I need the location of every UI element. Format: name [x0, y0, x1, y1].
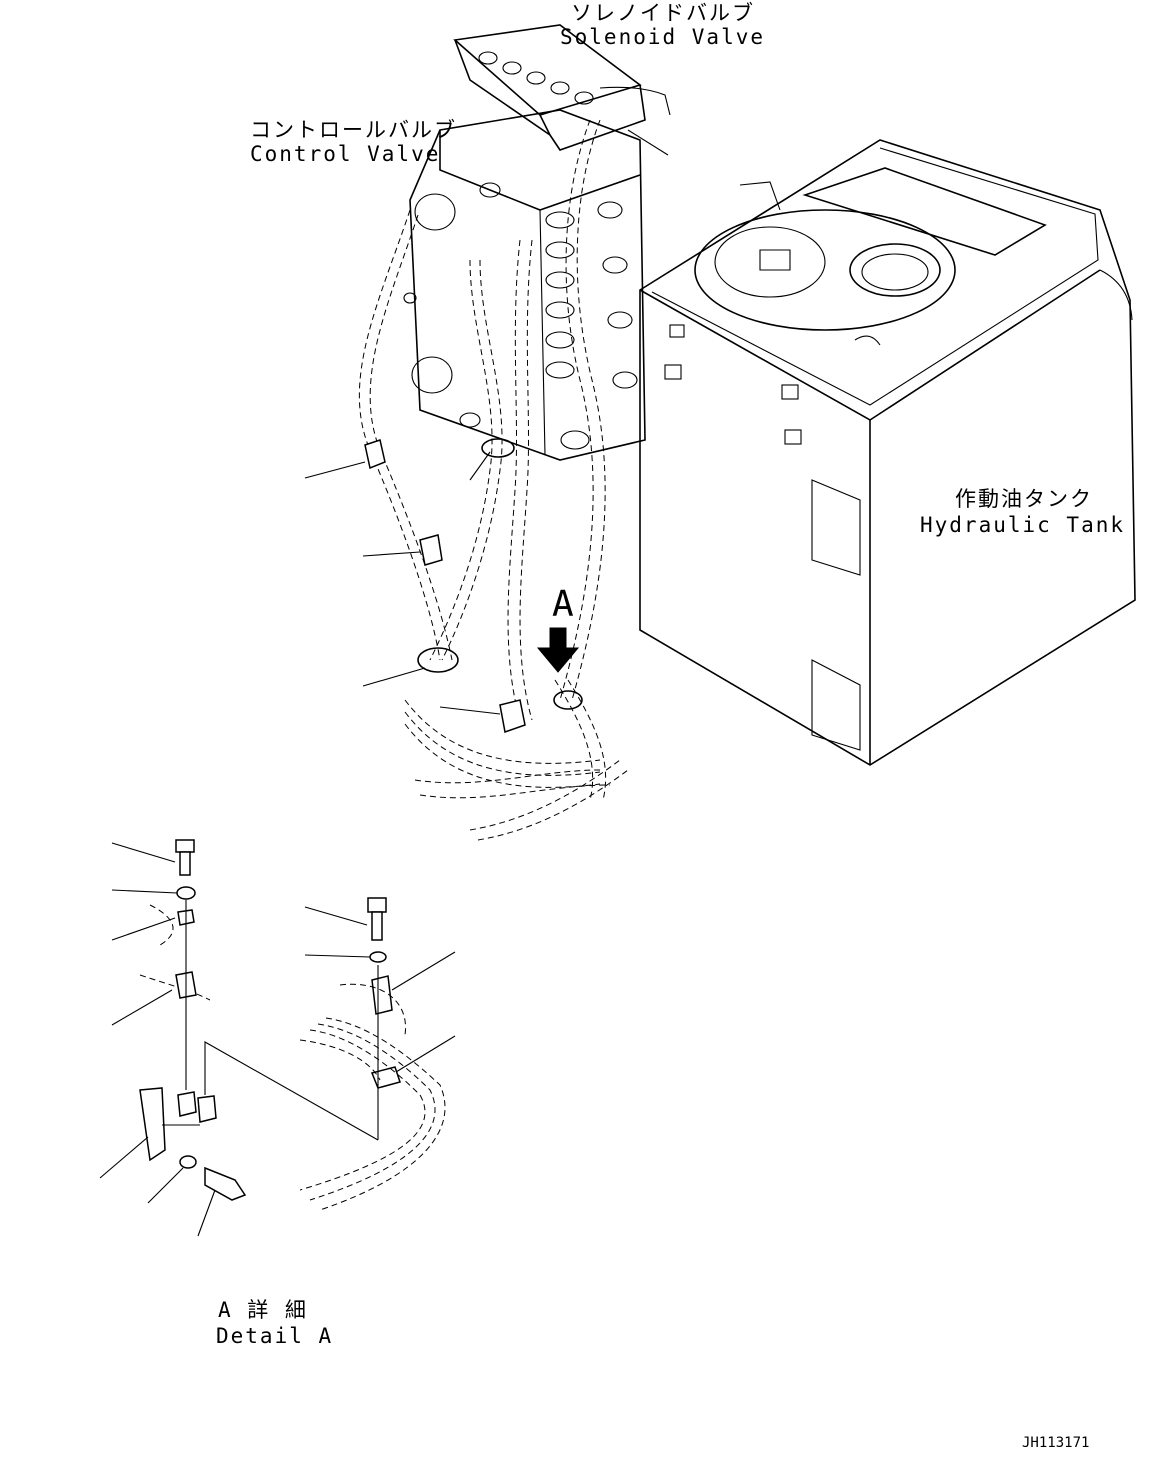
control-valve-label-jp: コントロールバルブ	[250, 118, 457, 142]
detail-a-label-en: Detail A	[216, 1324, 333, 1348]
leader-lines	[304, 129, 669, 715]
hose-bundle	[358, 119, 629, 841]
hydraulic-tank-label-jp: 作動油タンク	[955, 487, 1093, 511]
solenoid-valve-label-jp: ソレノイドバルブ	[571, 1, 755, 25]
solenoid-valve	[453, 24, 671, 151]
detail-a-exploded	[99, 839, 456, 1237]
view-arrow	[536, 627, 580, 673]
hydraulic-tank	[639, 139, 1136, 766]
detail-a-label-jp: A 詳 細	[218, 1298, 308, 1322]
solenoid-valve-label-en: Solenoid Valve	[560, 25, 765, 49]
hydraulic-tank-label-en: Hydraulic Tank	[920, 513, 1125, 537]
view-marker-a: A	[552, 584, 576, 625]
control-valve-label-en: Control Valve	[250, 142, 440, 166]
drawing-code: JH113171	[1022, 1435, 1089, 1451]
hose-clamps	[364, 438, 583, 733]
